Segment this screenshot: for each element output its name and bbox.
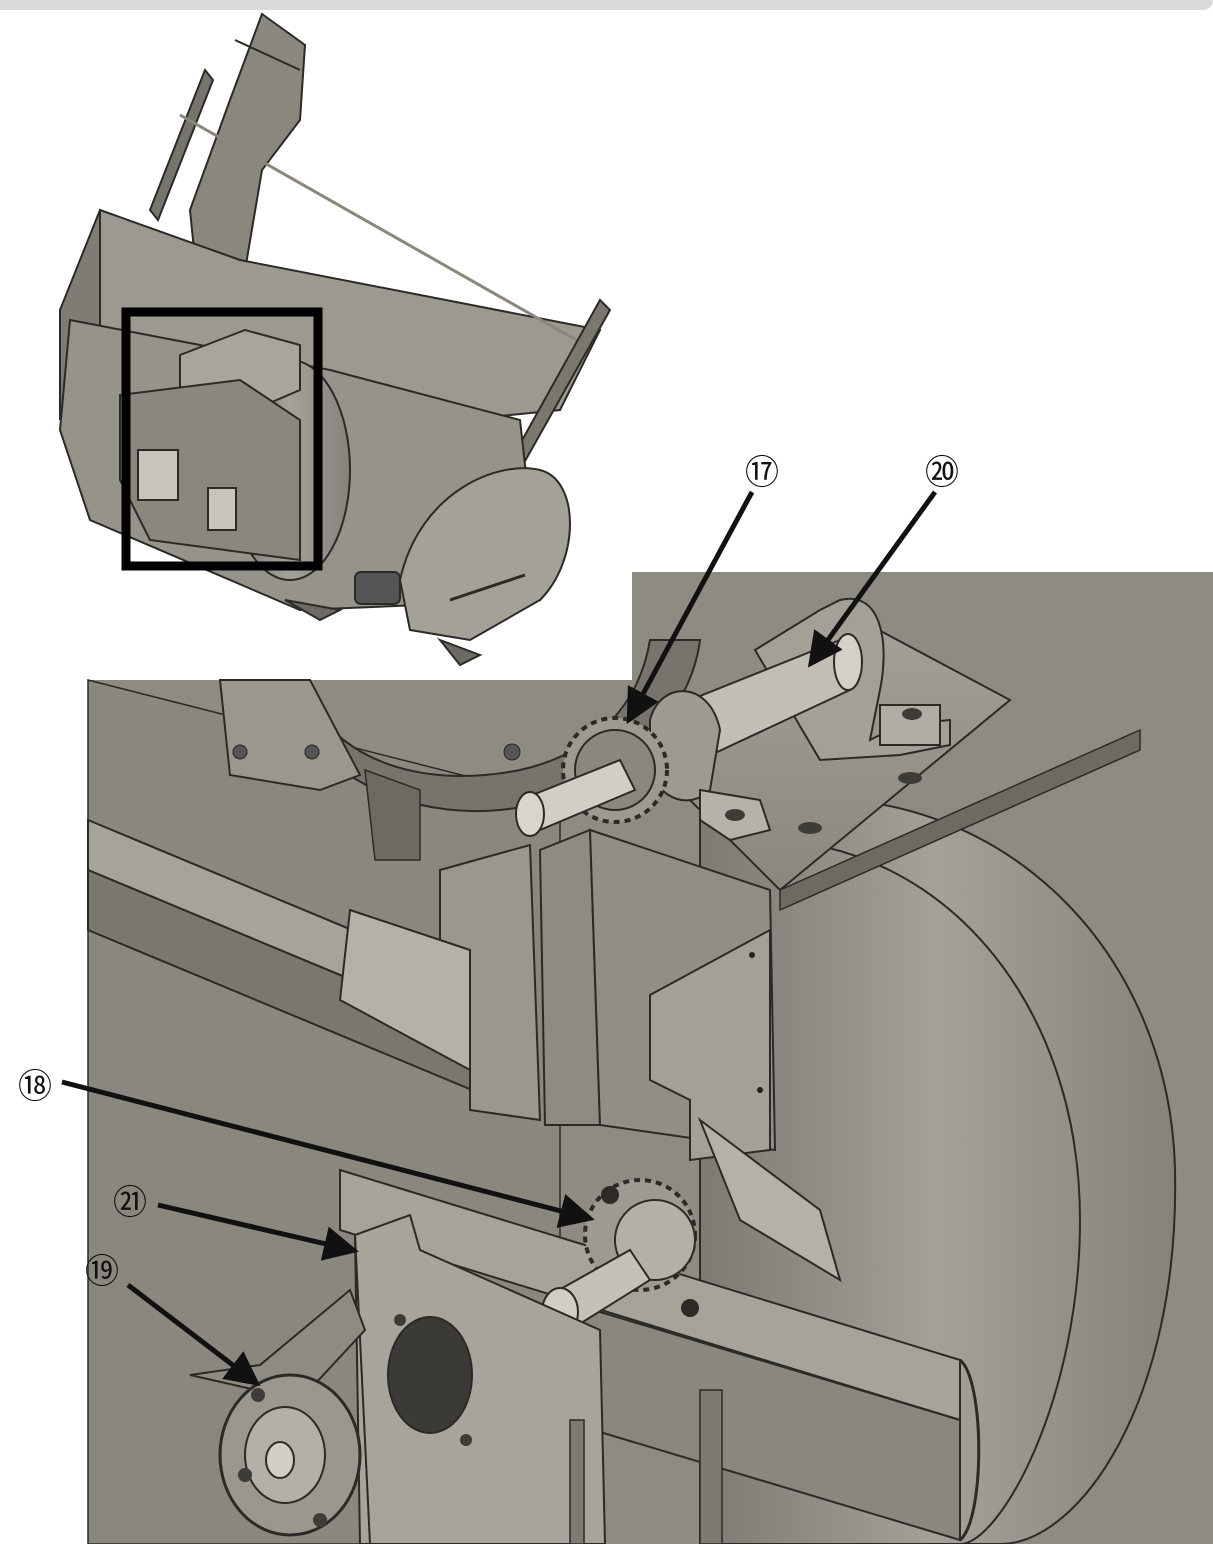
top-bar	[0, 0, 1213, 10]
detail-view	[87, 572, 1213, 1544]
callout-18-arrow	[61, 1079, 595, 1228]
callouts: ⑰ ⑳ ⑱ ㉑ ⑲	[18, 453, 959, 1387]
callout-19-arrow	[126, 1283, 261, 1387]
callout-18-label: ⑱	[18, 1067, 52, 1107]
callout-21-label: ㉑	[113, 1183, 147, 1223]
overview-inset	[58, 12, 612, 667]
callout-19-label: ⑲	[85, 1252, 119, 1292]
overview-highlight-box	[121, 307, 323, 571]
callout-20-label: ⑳	[925, 453, 959, 493]
callout-17-arrow	[626, 490, 755, 725]
callout-17-label: ⑰	[745, 453, 779, 493]
callout-20-arrow	[807, 490, 938, 668]
callout-21-arrow	[157, 1202, 359, 1261]
